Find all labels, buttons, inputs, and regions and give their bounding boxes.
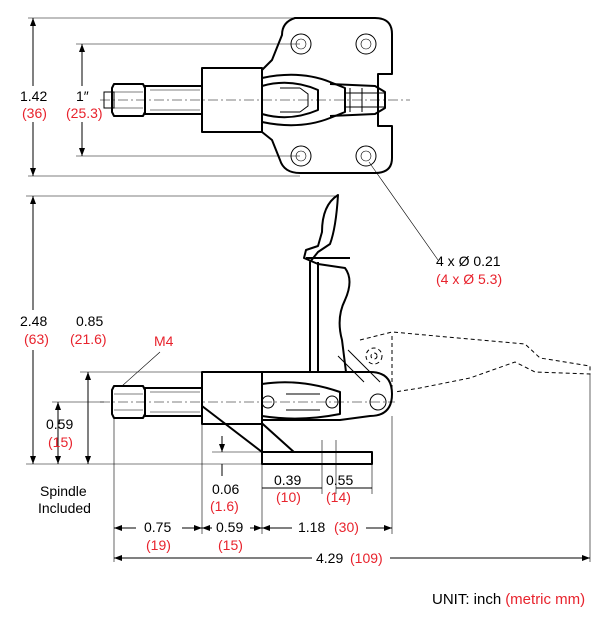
total-metric: (109) — [350, 550, 383, 566]
d2-inch: 0.59 — [216, 519, 243, 535]
side-height-inch: 2.48 — [20, 313, 47, 329]
base1-inch: 0.39 — [274, 472, 301, 488]
top-height-metric: (36) — [22, 105, 47, 121]
spindle-note-line1: Spindle — [40, 483, 87, 499]
spindle-height-metric: (15) — [48, 434, 73, 450]
side-view — [26, 194, 591, 562]
total-inch: 4.29 — [316, 550, 343, 566]
stroke-inch: 0.85 — [76, 313, 103, 329]
unit-note: UNIT: inch(metric mm) — [432, 591, 585, 608]
d3-inch: 1.18 — [298, 519, 325, 535]
side-view-base — [261, 451, 373, 465]
side-view-housing — [201, 371, 263, 425]
gap-inch: 0.06 — [212, 481, 239, 497]
d1-inch: 0.75 — [144, 519, 171, 535]
top-view-base-plate — [261, 17, 393, 174]
hole-spec-inch: 4 x Ø 0.21 — [436, 253, 501, 269]
base1-metric: (10) — [276, 489, 301, 505]
spindle-height-inch: 0.59 — [46, 416, 73, 432]
top-inner-metric: (25.3) — [66, 105, 103, 121]
d2-metric: (15) — [218, 537, 243, 553]
hole-spec-metric: (4 x Ø 5.3) — [436, 271, 502, 287]
stroke-metric: (21.6) — [70, 331, 107, 347]
base2-metric: (14) — [326, 489, 351, 505]
open-position-ghost — [359, 331, 591, 393]
top-height-inch: 1.42 — [20, 88, 47, 104]
side-view-handle — [303, 194, 351, 373]
base2-inch: 0.55 — [326, 472, 353, 488]
spindle-note-line2: Included — [38, 500, 91, 516]
top-view — [28, 17, 439, 261]
d3-metric: (30) — [334, 519, 359, 535]
side-height-metric: (63) — [24, 331, 49, 347]
gap-metric: (1.6) — [210, 498, 239, 514]
unit-metric: (metric mm) — [505, 591, 585, 608]
unit-prefix: UNIT: inch — [432, 591, 501, 608]
thread-spec: M4 — [154, 333, 174, 349]
d1-metric: (19) — [146, 537, 171, 553]
top-inner-inch: 1″ — [76, 88, 89, 104]
